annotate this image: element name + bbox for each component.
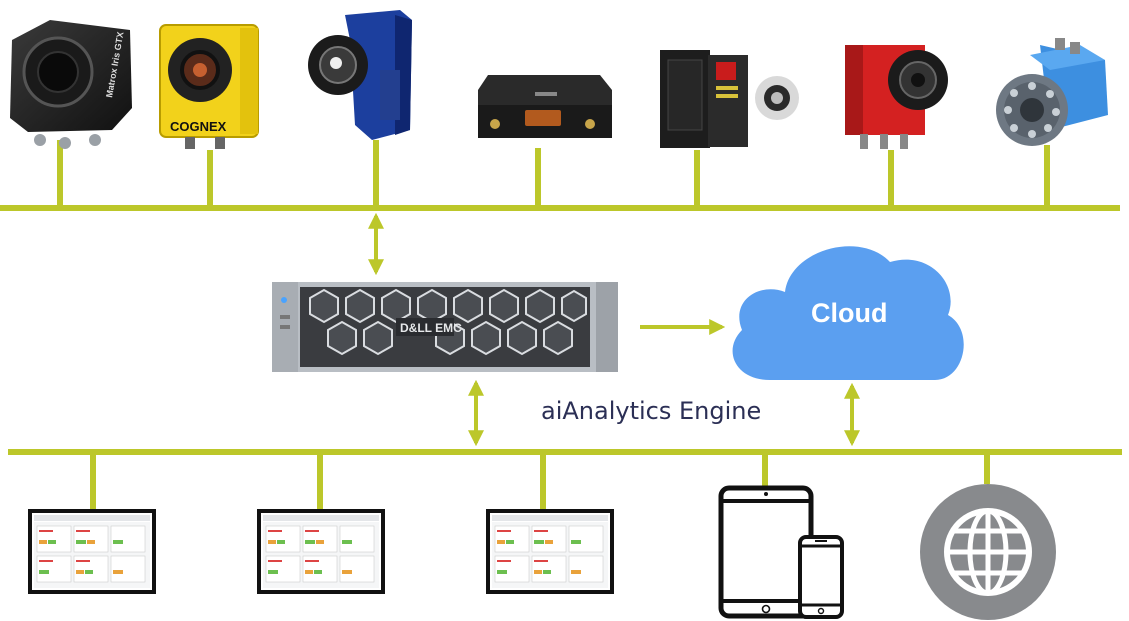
top-network-bus [0,140,1120,211]
cognex-brand: COGNEX [170,119,227,134]
server-brand: D&LL EMC [400,321,462,335]
red-smart-camera [845,45,948,149]
cognex-camera: COGNEX [159,24,259,149]
phone-icon [798,535,844,619]
globe-icon [920,484,1056,620]
dashboard-monitor-1 [28,509,156,594]
dell-server: D&LL EMC [272,282,618,372]
tablet-phone [718,485,844,619]
dashboard-monitor-3 [486,509,614,594]
blue-smart-camera [308,10,412,140]
teledyne-vision-box [478,75,612,138]
cloud-label: Cloud [811,298,887,328]
web-browser [920,484,1056,620]
blue-ring-camera [996,38,1108,146]
dashboard-monitor-2 [257,509,385,594]
tablet-icon [718,485,814,619]
server-bezel-pattern [309,288,587,356]
matrox-camera: Matrox Iris GTX [10,20,132,149]
keyence-controller [660,50,799,148]
engine-label: aiAnalytics Engine [541,397,761,425]
cloud-icon: Cloud [732,246,964,380]
arrow-icon [368,212,860,447]
bottom-network-bus [8,449,1122,512]
